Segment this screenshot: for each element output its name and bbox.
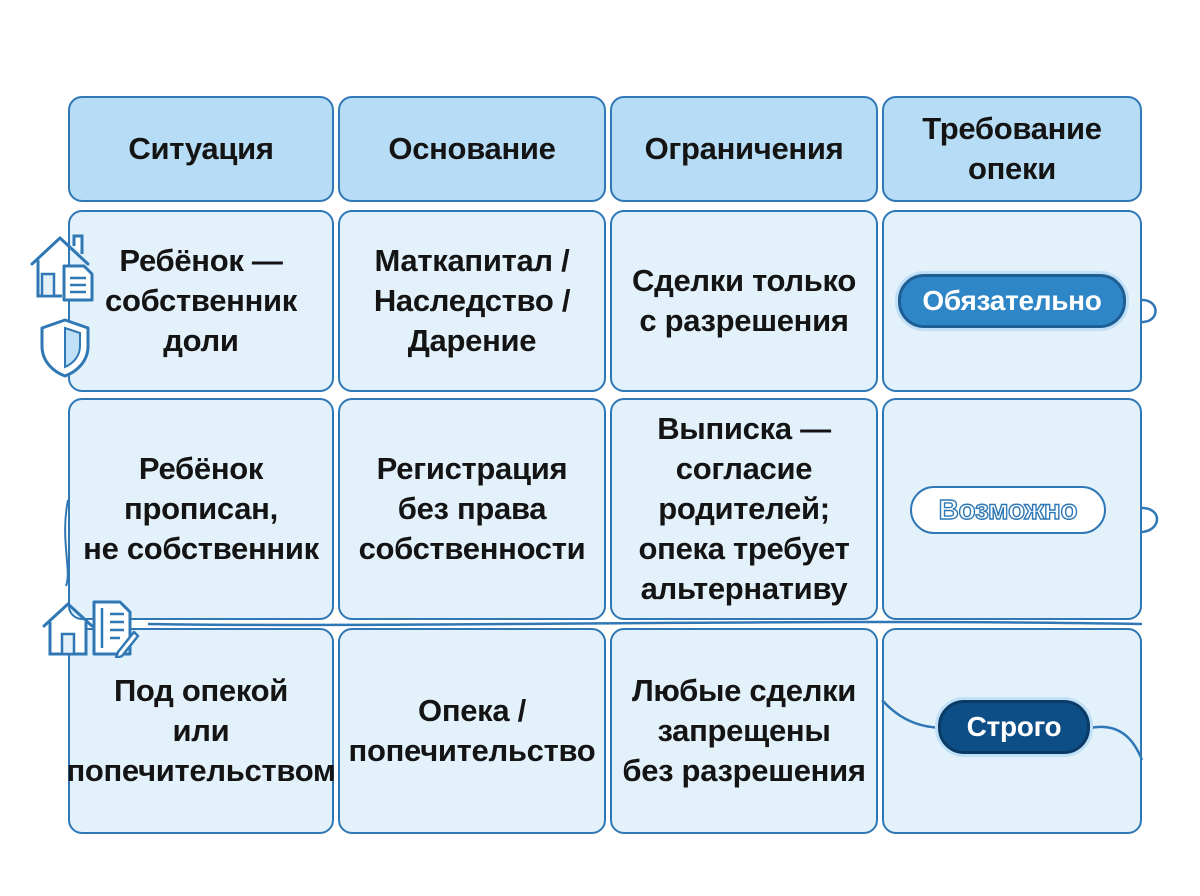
house-document-icon [30, 234, 94, 302]
row3-restrictions: Любые сделки запрещены без разрешения [610, 628, 878, 834]
row3-basis: Опека / попечительство [338, 628, 606, 834]
row1-basis-text: Маткапитал / Наследство / Дарение [373, 243, 571, 358]
row2-situation: Ребёнок прописан, не собственник [68, 398, 334, 620]
header-basis: Основание [338, 96, 606, 202]
row2-restrictions: Выписка — согласие родителей; опека треб… [610, 398, 878, 620]
header-restrictions: Ограничения [610, 96, 878, 202]
header-situation: Ситуация [68, 96, 334, 202]
badge-strict-label: Строго [966, 711, 1062, 742]
badge-strict: Строго [938, 700, 1090, 754]
row1-restrictions: Сделки только с разрешения [610, 210, 878, 392]
row2-basis: Регистрация без права собственности [338, 398, 606, 620]
house-contract-icon [42, 600, 140, 658]
row2-restrictions-text: Выписка — согласие родителей; опека треб… [638, 411, 850, 606]
row3-restrictions-text: Любые сделки запрещены без разрешения [622, 673, 866, 788]
badge-mandatory-label: Обязательно [922, 285, 1102, 316]
header-restrictions-label: Ограничения [644, 131, 844, 166]
header-requirement: Требование опеки [882, 96, 1142, 202]
row2-situation-text: Ребёнок прописан, не собственник [83, 451, 319, 566]
header-situation-label: Ситуация [128, 131, 274, 166]
header-requirement-label: Требование опеки [922, 111, 1102, 186]
row1-situation-text: Ребёнок — собственник доли [105, 243, 297, 358]
row3-situation: Под опекой или попечительством [66, 628, 336, 834]
row1-situation: Ребёнок — собственник доли [68, 210, 334, 392]
badge-possible: Возможно [910, 486, 1106, 534]
row3-basis-text: Опека / попечительство [348, 693, 596, 768]
row1-basis: Маткапитал / Наследство / Дарение [338, 210, 606, 392]
header-basis-label: Основание [388, 131, 556, 166]
shield-icon [40, 318, 90, 378]
row3-situation-text: Под опекой или попечительством [66, 673, 336, 788]
row2-basis-text: Регистрация без права собственности [358, 451, 586, 566]
badge-possible-label: Возможно [938, 493, 1078, 525]
badge-mandatory: Обязательно [898, 274, 1126, 328]
row1-restrictions-text: Сделки только с разрешения [631, 263, 856, 338]
